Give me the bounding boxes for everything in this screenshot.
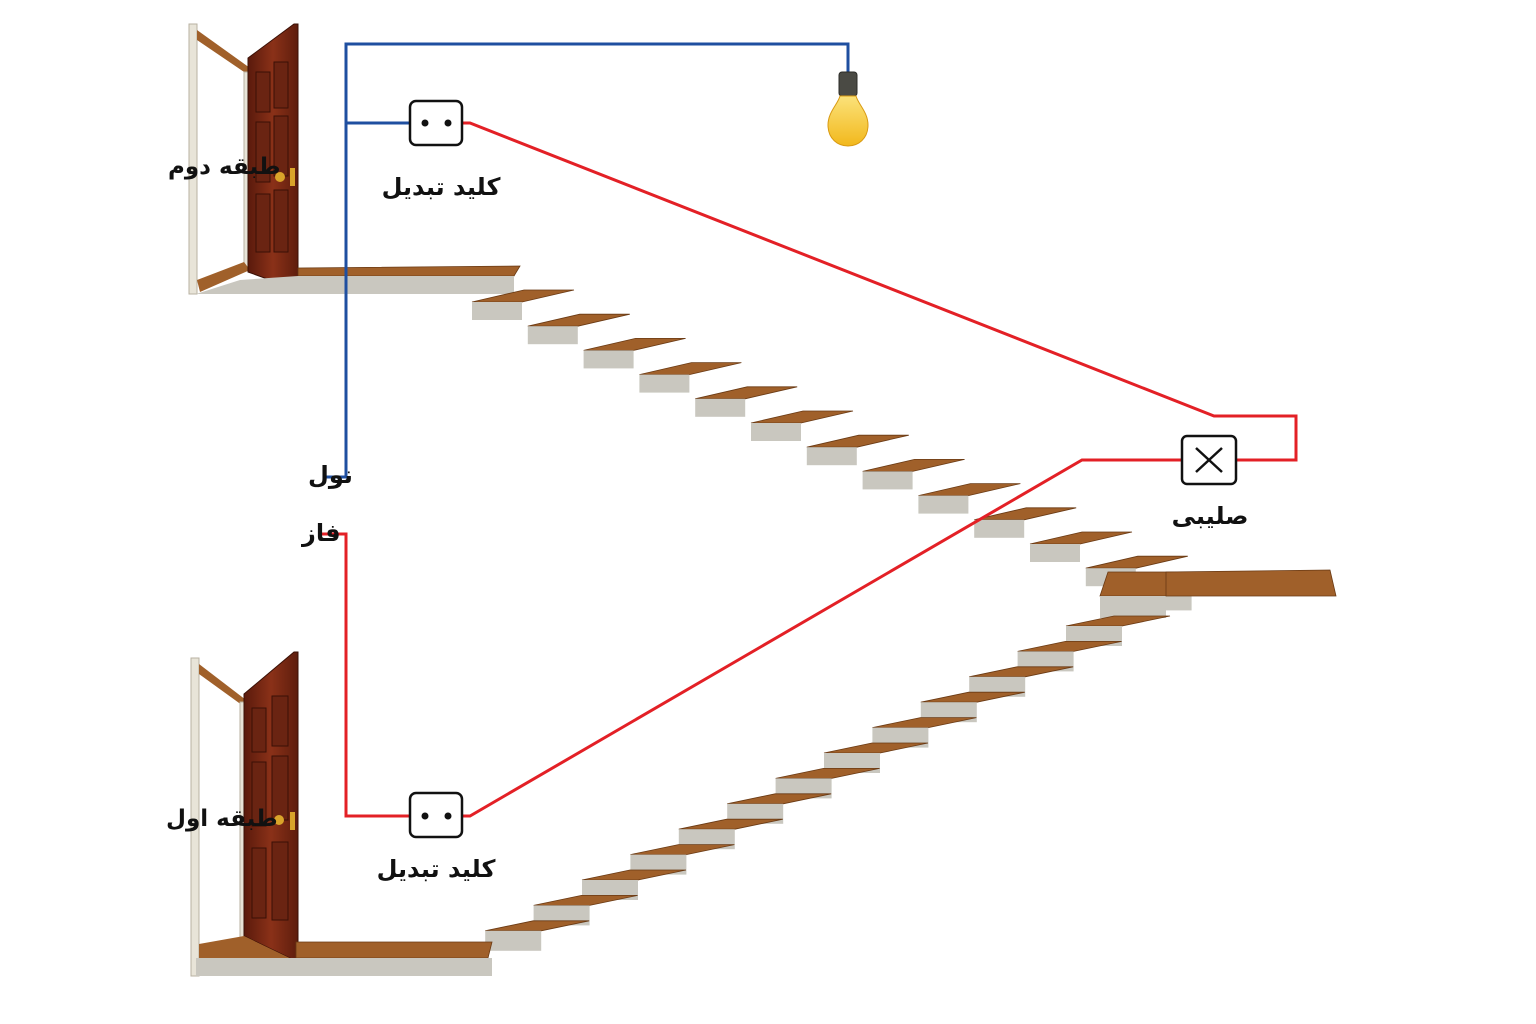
stair-riser xyxy=(639,374,690,393)
stair-tread xyxy=(823,742,929,754)
stair-riser xyxy=(1100,596,1166,618)
phase-label: فاز xyxy=(301,519,341,547)
lower-stair-flight xyxy=(485,615,1171,951)
stair-tread xyxy=(920,691,1025,703)
stair-tread xyxy=(806,434,909,448)
stair-riser xyxy=(583,350,634,369)
two-way-switch-icon xyxy=(408,791,464,839)
stair-tread xyxy=(583,337,686,351)
stair-tread xyxy=(639,362,742,376)
stair-riser xyxy=(472,302,522,320)
stair-tread xyxy=(775,768,880,779)
neutral-label: نول xyxy=(308,461,353,489)
stair-riser xyxy=(806,447,857,466)
stair-tread xyxy=(533,895,638,906)
switch-lower-label: کلید تبدیل xyxy=(377,855,496,883)
stair-tread xyxy=(1065,615,1171,627)
stair-tread xyxy=(527,313,630,327)
stair-riser xyxy=(527,326,578,345)
stair-tread xyxy=(695,386,798,400)
door-upper xyxy=(188,23,299,295)
stair-riser xyxy=(695,398,746,417)
stair-riser xyxy=(485,930,542,951)
stair-tread xyxy=(678,818,783,830)
floor-lower-label: طبقه اول xyxy=(166,806,278,832)
cross-switch-icon xyxy=(1180,434,1238,486)
stair-riser xyxy=(974,519,1025,538)
floor-upper-label: طبقه دوم xyxy=(168,154,281,180)
stair-tread xyxy=(1085,555,1188,569)
stair-tread xyxy=(485,920,590,932)
stair-tread xyxy=(969,666,1074,678)
stair-tread xyxy=(918,483,1021,497)
stair-riser xyxy=(918,495,969,514)
upper-landing xyxy=(196,265,521,294)
light-bulb-icon xyxy=(827,71,869,147)
stair-tread xyxy=(1017,641,1122,652)
stair-tread xyxy=(872,717,977,728)
stair-tread xyxy=(1099,571,1175,597)
stair-tread xyxy=(727,793,832,805)
door-lower xyxy=(190,651,299,977)
stair-tread xyxy=(630,844,735,855)
stair-tread xyxy=(750,410,854,424)
stair-tread xyxy=(862,458,965,472)
stair-tread xyxy=(1029,531,1133,545)
two-way-switch-icon xyxy=(408,99,464,147)
stair-riser xyxy=(751,423,801,441)
upper-stair-flight xyxy=(471,289,1244,618)
lower-landing xyxy=(196,936,493,976)
switch-upper-label: کلید تبدیل xyxy=(382,173,501,201)
stair-tread xyxy=(581,869,687,881)
neutral-wire xyxy=(324,42,850,479)
phase-wire xyxy=(320,121,1298,818)
stair-riser xyxy=(862,471,913,490)
cross-switch-label: صلیبی xyxy=(1172,502,1249,530)
mid-landing xyxy=(1165,569,1337,597)
stair-riser xyxy=(1030,544,1080,562)
